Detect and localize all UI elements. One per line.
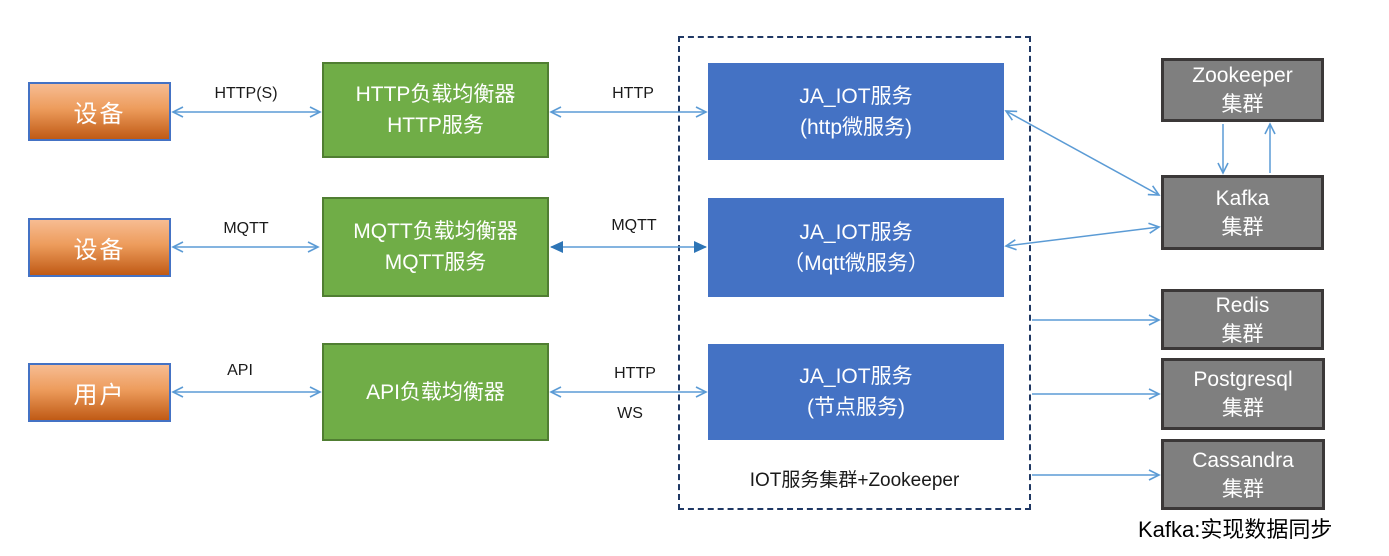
node-mqtt-lb-line1: MQTT负载均衡器 xyxy=(353,220,518,243)
node-http-lb-line1: HTTP负载均衡器 xyxy=(355,83,516,106)
node-kafka-cluster: Kafka 集群 xyxy=(1161,175,1324,250)
edge-label-http-2: HTTP xyxy=(614,365,656,382)
node-mqtt-lb-line2: MQTT服务 xyxy=(384,251,487,274)
node-postgresql-cluster: Postgresql 集群 xyxy=(1161,358,1325,430)
node-zookeeper-cluster: Zookeeper 集群 xyxy=(1161,58,1324,122)
edge-label-https: HTTP(S) xyxy=(214,85,278,102)
edge-label-mqtt-1: MQTT xyxy=(223,220,269,237)
node-user-label: 用户 xyxy=(73,382,126,409)
node-cassandra-line1: Cassandra xyxy=(1192,448,1294,472)
node-kafka-line1: Kafka xyxy=(1215,186,1270,210)
node-kafka-line2: 集群 xyxy=(1221,215,1264,239)
edge-label-api: API xyxy=(227,362,253,379)
node-ja-iot-http-service: JA_IOT服务 (http微服务) xyxy=(708,63,1004,160)
node-iot-mqtt-line2: （Mqtt微服务） xyxy=(783,251,929,275)
node-postgresql-line1: Postgresql xyxy=(1193,368,1293,391)
node-cassandra-cluster: Cassandra 集群 xyxy=(1161,439,1325,510)
node-user: 用户 xyxy=(28,363,171,422)
node-iot-http-line2: (http微服务) xyxy=(799,115,912,139)
node-ja-iot-mqtt-service: JA_IOT服务 （Mqtt微服务） xyxy=(708,198,1004,297)
cluster-caption: IOT服务集群+Zookeeper xyxy=(749,470,960,491)
edge-label-ws: WS xyxy=(617,405,643,422)
node-iot-node-line1: JA_IOT服务 xyxy=(799,365,913,388)
node-device-2: 设备 xyxy=(28,218,171,277)
node-mqtt-load-balancer: MQTT负载均衡器 MQTT服务 xyxy=(322,197,549,297)
node-device-1: 设备 xyxy=(28,82,171,141)
kafka-sync-note: Kafka:实现数据同步 xyxy=(1138,517,1333,542)
node-zookeeper-line2: 集群 xyxy=(1221,93,1264,116)
node-http-load-balancer: HTTP负载均衡器 HTTP服务 xyxy=(322,62,549,158)
node-zookeeper-line1: Zookeeper xyxy=(1192,64,1293,87)
node-iot-http-line1: JA_IOT服务 xyxy=(799,84,913,108)
edge-label-http-1: HTTP xyxy=(612,85,654,102)
node-redis-line2: 集群 xyxy=(1221,322,1264,346)
node-postgresql-line2: 集群 xyxy=(1222,397,1264,420)
node-api-load-balancer: API负载均衡器 xyxy=(322,343,549,441)
edge-label-mqtt-2: MQTT xyxy=(611,217,657,234)
node-api-lb-line1: API负载均衡器 xyxy=(366,380,505,404)
node-device-2-label: 设备 xyxy=(73,237,126,264)
iot-service-cluster-container xyxy=(678,36,1031,510)
node-iot-mqtt-line1: JA_IOT服务 xyxy=(799,220,913,244)
node-cassandra-line2: 集群 xyxy=(1222,477,1264,501)
node-device-1-label: 设备 xyxy=(73,101,126,128)
node-redis-cluster: Redis 集群 xyxy=(1161,289,1324,350)
node-http-lb-line2: HTTP服务 xyxy=(387,114,484,137)
node-iot-node-line2: (节点服务) xyxy=(807,396,905,419)
node-redis-line1: Redis xyxy=(1215,293,1270,317)
node-ja-iot-node-service: JA_IOT服务 (节点服务) xyxy=(708,344,1004,440)
